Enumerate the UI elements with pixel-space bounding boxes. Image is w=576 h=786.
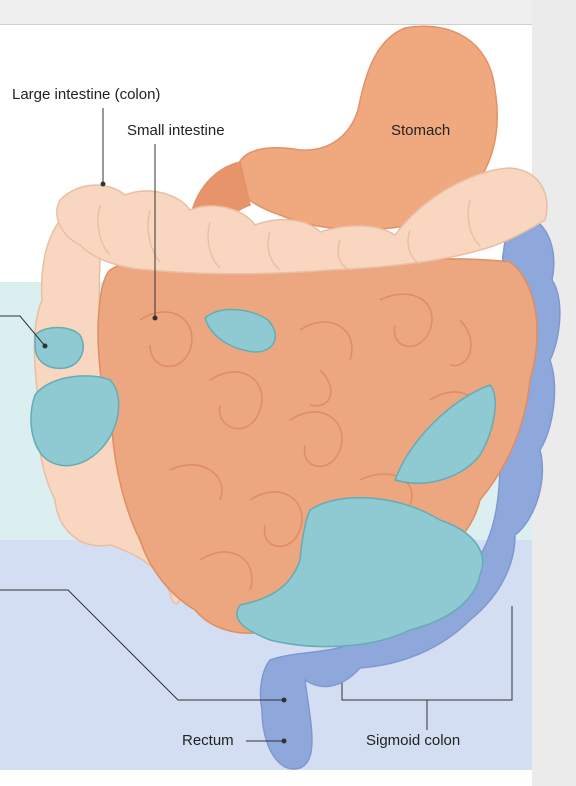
label-small-intestine: Small intestine	[127, 122, 225, 140]
label-rectum: Rectum	[182, 732, 234, 750]
label-large-intestine: Large intestine (colon)	[12, 86, 160, 104]
label-stomach: Stomach	[391, 122, 450, 140]
label-sigmoid-colon: Sigmoid colon	[366, 732, 460, 750]
